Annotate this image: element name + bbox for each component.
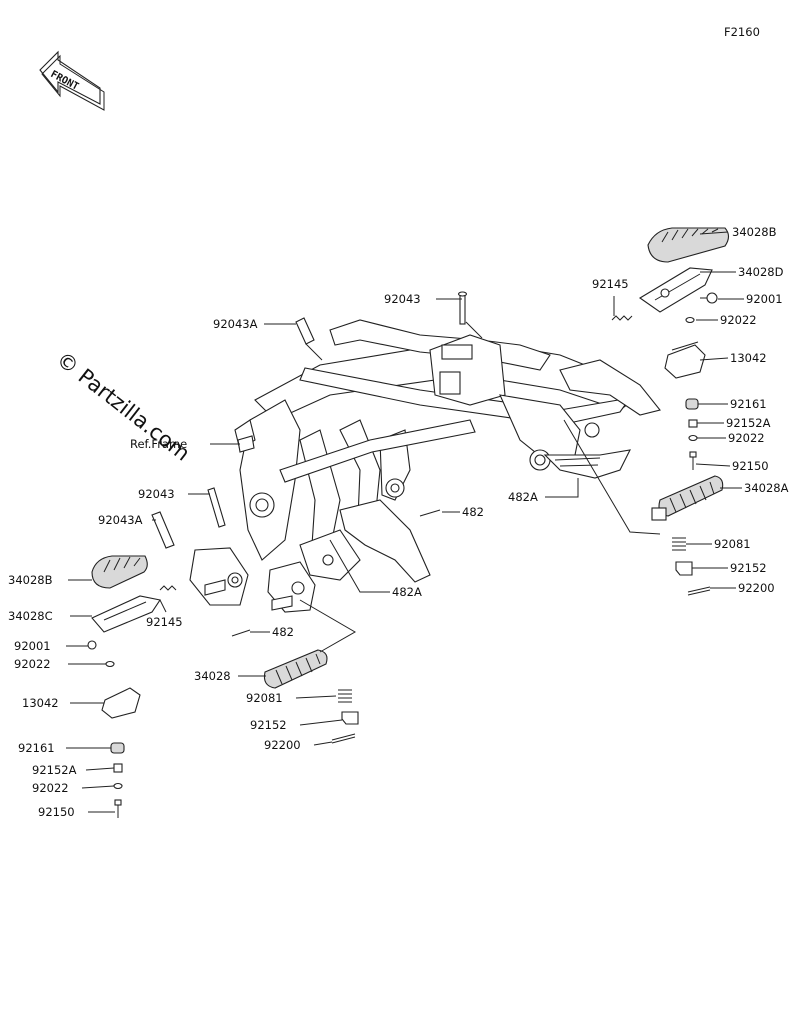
label-92081-right: 92081 bbox=[714, 537, 751, 551]
collar-92152-mid bbox=[341, 711, 359, 725]
label-92022-right-1: 92022 bbox=[720, 313, 757, 327]
label-92043-top: 92043 bbox=[384, 292, 421, 306]
peg-34028C bbox=[91, 595, 161, 633]
spring-92145-left bbox=[159, 585, 177, 591]
collar-92152A-right bbox=[688, 419, 698, 428]
label-34028B-left: 34028B bbox=[8, 573, 53, 587]
collar-92152A-left bbox=[113, 763, 123, 773]
clamp-482-left bbox=[231, 629, 251, 637]
label-13042-right: 13042 bbox=[730, 351, 767, 365]
washer-92022-right bbox=[685, 316, 695, 324]
label-482-mid: 482 bbox=[272, 625, 294, 639]
bolt-92150-right bbox=[689, 451, 697, 470]
rubber-34028B-left bbox=[91, 555, 148, 589]
clamp-482-right bbox=[419, 509, 441, 517]
pin-92043-top bbox=[457, 291, 468, 325]
pin-92043A-top bbox=[295, 317, 315, 345]
peg-34028A bbox=[651, 475, 724, 521]
label-92152-right: 92152 bbox=[730, 561, 767, 575]
label-92200-mid: 92200 bbox=[264, 738, 301, 752]
damper-92161-left bbox=[110, 742, 125, 754]
damper-92161-right bbox=[685, 398, 699, 410]
diagram-code: F2160 bbox=[724, 25, 760, 39]
part-labels: 34028B 34028D 92001 92145 92022 92043 92… bbox=[8, 225, 789, 819]
label-92152A-right: 92152A bbox=[726, 416, 771, 430]
label-92043A-mid: 92043A bbox=[98, 513, 143, 527]
label-92022-left-2: 92022 bbox=[32, 781, 69, 795]
bracket-13042-right bbox=[664, 341, 706, 379]
label-13042-left: 13042 bbox=[22, 696, 59, 710]
label-482-right: 482 bbox=[462, 505, 484, 519]
collar-92152-right bbox=[675, 561, 693, 576]
bolt-92150-left bbox=[114, 799, 122, 818]
washer-92022-right-2 bbox=[688, 434, 698, 442]
label-92001-left: 92001 bbox=[14, 639, 51, 653]
label-92161-right: 92161 bbox=[730, 397, 767, 411]
label-92145-left: 92145 bbox=[146, 615, 183, 629]
washer-92022-left-2 bbox=[113, 782, 123, 790]
frame bbox=[189, 319, 661, 613]
label-34028: 34028 bbox=[194, 669, 231, 683]
label-34028B-right: 34028B bbox=[732, 225, 777, 239]
bolt-92001-left bbox=[87, 640, 97, 650]
label-92152-mid: 92152 bbox=[250, 718, 287, 732]
label-92145-right: 92145 bbox=[592, 277, 629, 291]
label-ref-frame: Ref.Frame bbox=[130, 437, 187, 451]
label-92161-left: 92161 bbox=[18, 741, 55, 755]
label-92150-right: 92150 bbox=[732, 459, 769, 473]
label-92022-right-2: 92022 bbox=[728, 431, 765, 445]
front-arrow-icon: FRONT bbox=[39, 50, 105, 111]
label-34028A: 34028A bbox=[744, 481, 789, 495]
spring-92081-right bbox=[672, 537, 686, 551]
leader-lines bbox=[66, 231, 744, 813]
label-34028C: 34028C bbox=[8, 609, 53, 623]
label-92200-right: 92200 bbox=[738, 581, 775, 595]
label-92081-mid: 92081 bbox=[246, 691, 283, 705]
peg-34028 bbox=[263, 649, 328, 689]
bracket-13042-left bbox=[101, 687, 141, 719]
label-92022-left-1: 92022 bbox=[14, 657, 51, 671]
label-92150-left: 92150 bbox=[38, 805, 75, 819]
pin-92043A-mid bbox=[151, 511, 175, 549]
pin-92043-mid bbox=[207, 487, 226, 528]
label-92043A-top: 92043A bbox=[213, 317, 258, 331]
spring-92081-mid bbox=[338, 689, 352, 703]
rubber-34028B-right bbox=[647, 227, 730, 263]
pin-92200-right bbox=[687, 586, 711, 596]
label-34028D: 34028D bbox=[738, 265, 784, 279]
label-482A-right: 482A bbox=[508, 490, 538, 504]
peg-34028D bbox=[638, 267, 713, 313]
pin-92200-mid bbox=[331, 733, 356, 744]
label-92001-right: 92001 bbox=[746, 292, 783, 306]
label-92152A-left: 92152A bbox=[32, 763, 77, 777]
washer-92022-left bbox=[105, 660, 115, 668]
label-482A-mid: 482A bbox=[392, 585, 422, 599]
label-92043-mid: 92043 bbox=[138, 487, 175, 501]
spring-92145-right bbox=[611, 315, 633, 321]
bolt-92001-right bbox=[700, 292, 718, 304]
